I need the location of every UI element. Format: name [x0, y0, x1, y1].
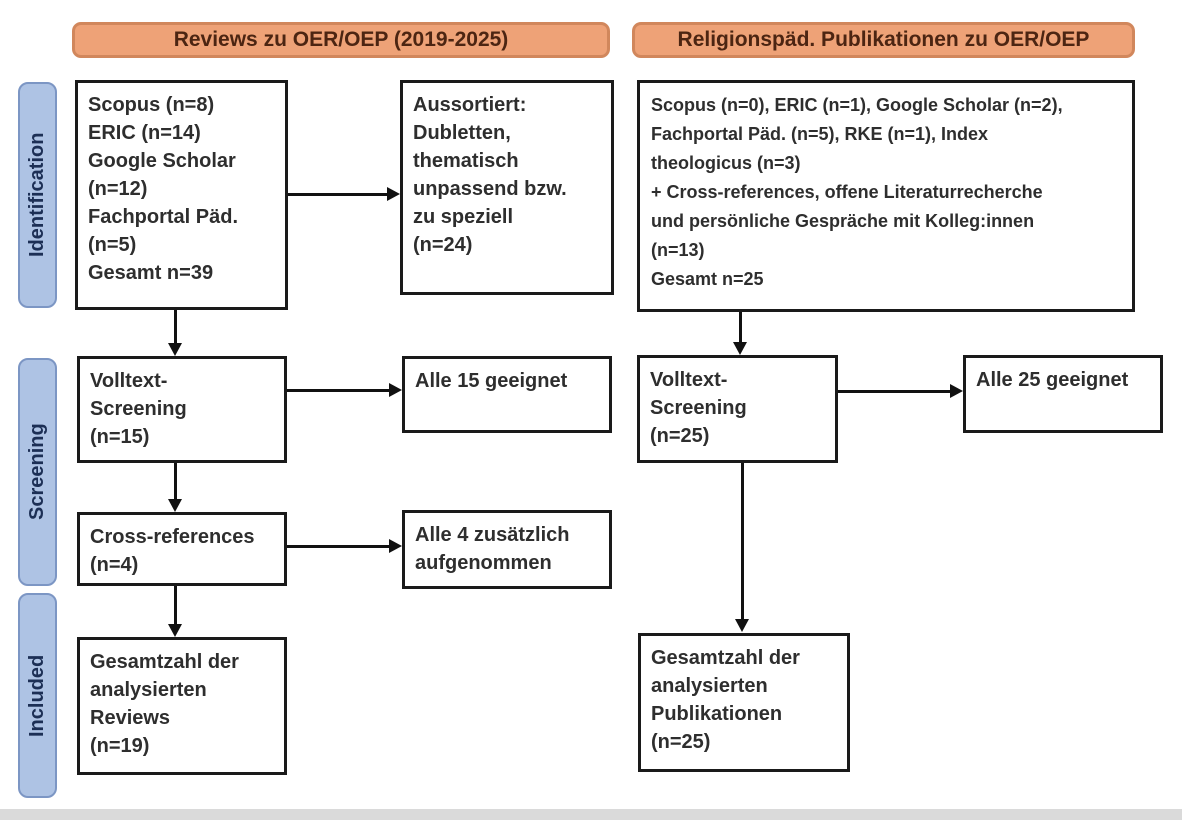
box-left-screening-result: Alle 15 geeignet — [402, 356, 612, 433]
stage-label-identification: Identification — [18, 82, 57, 308]
box-left-included: Gesamtzahl der analysierten Reviews (n=1… — [77, 637, 287, 775]
stage-label-screening: Screening — [18, 358, 57, 586]
box-right-identification: Scopus (n=0), ERIC (n=1), Google Scholar… — [637, 80, 1135, 312]
column-header-religionspaed: Religionspäd. Publikationen zu OER/OEP — [632, 22, 1135, 58]
page-edge-artifact — [0, 809, 1182, 820]
box-left-crossref: Cross-references (n=4) — [77, 512, 287, 586]
box-left-excluded: Aussortiert: Dubletten, thematisch unpas… — [400, 80, 614, 295]
stage-label-included: Included — [18, 593, 57, 798]
box-left-crossref-result: Alle 4 zusätzlich aufgenommen — [402, 510, 612, 589]
box-right-screening-result: Alle 25 geeignet — [963, 355, 1163, 433]
box-right-screening: Volltext- Screening (n=25) — [637, 355, 838, 463]
box-left-screening: Volltext- Screening (n=15) — [77, 356, 287, 463]
box-right-included: Gesamtzahl der analysierten Publikatione… — [638, 633, 850, 772]
box-left-identification: Scopus (n=8) ERIC (n=14) Google Scholar … — [75, 80, 288, 310]
column-header-reviews: Reviews zu OER/OEP (2019-2025) — [72, 22, 610, 58]
